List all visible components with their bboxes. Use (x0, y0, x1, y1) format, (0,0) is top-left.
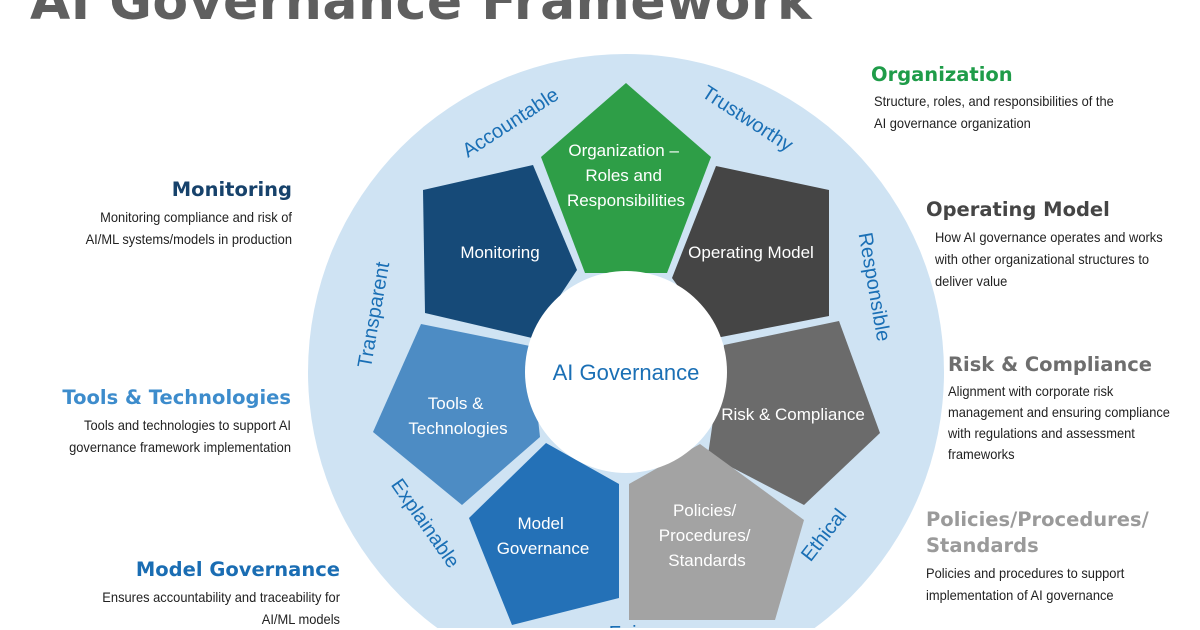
desc-model-governance: Model Governance Ensures accountability … (10, 557, 340, 630)
desc-monitoring-title: Monitoring (171, 178, 292, 201)
segment-model-governance[interactable]: Model Governance (469, 443, 619, 625)
desc-tools-technologies: Tools & Technologies Tools and technolog… (10, 385, 291, 458)
svg-text:Model Governance: Model Governance (497, 514, 590, 558)
svg-text:Policies/ Procedures/: Policies/ Procedures/ Standards (659, 501, 755, 570)
center-circle[interactable]: AI Governance (525, 271, 727, 473)
desc-organization: Organization Structure, roles, and respo… (871, 62, 1191, 134)
desc-monitoring-text: Monitoring compliance and risk of AI/ML … (85, 209, 292, 247)
svg-text:Tools & Technologies: Tools & Technologies (408, 394, 507, 438)
desc-model-governance-text: Ensures accountability and traceability … (102, 589, 340, 627)
desc-policies-title: Policies/Procedures/ Standards (926, 508, 1149, 557)
desc-organization-title: Organization (871, 63, 1013, 86)
svg-text:Risk & Compliance: Risk & Compliance (721, 405, 865, 424)
desc-risk-compliance: Risk & Compliance Alignment with corpora… (948, 352, 1198, 465)
segment-monitoring[interactable]: Monitoring (423, 165, 577, 338)
segment-policies[interactable]: Policies/ Procedures/ Standards (629, 444, 804, 620)
desc-model-governance-title: Model Governance (135, 558, 340, 581)
desc-tools-technologies-title: Tools & Technologies (62, 386, 291, 409)
desc-risk-compliance-title: Risk & Compliance (948, 353, 1153, 376)
desc-policies: Policies/Procedures/ Standards Policies … (926, 507, 1196, 606)
segment-operating-model[interactable]: Operating Model (672, 166, 829, 338)
desc-operating-model-title: Operating Model (926, 198, 1110, 221)
desc-risk-compliance-text: Alignment with corporate risk management… (948, 383, 1170, 462)
desc-policies-text: Policies and procedures to support imple… (926, 565, 1125, 603)
svg-text:Monitoring: Monitoring (460, 243, 539, 262)
page-title: AI Governance Framework (30, 0, 813, 32)
desc-monitoring: Monitoring Monitoring compliance and ris… (20, 177, 292, 250)
center-label: AI Governance (553, 360, 700, 385)
segment-tools-technologies[interactable]: Tools & Technologies (373, 324, 540, 505)
svg-text:Organization – Roles and: Organization – Roles and Responsibilitie… (567, 141, 685, 210)
segment-risk-compliance[interactable]: Risk & Compliance (708, 321, 880, 505)
desc-operating-model-text: How AI governance operates and works wit… (935, 229, 1163, 289)
desc-operating-model: Operating Model How AI governance operat… (926, 197, 1196, 292)
desc-organization-text: Structure, roles, and responsibilities o… (874, 93, 1114, 131)
ring-word-fair: Fair (609, 623, 644, 628)
svg-text:Operating Model: Operating Model (688, 243, 814, 262)
segment-organization[interactable]: Organization – Roles and Responsibilitie… (541, 83, 711, 273)
desc-tools-technologies-text: Tools and technologies to support AI gov… (69, 417, 291, 455)
